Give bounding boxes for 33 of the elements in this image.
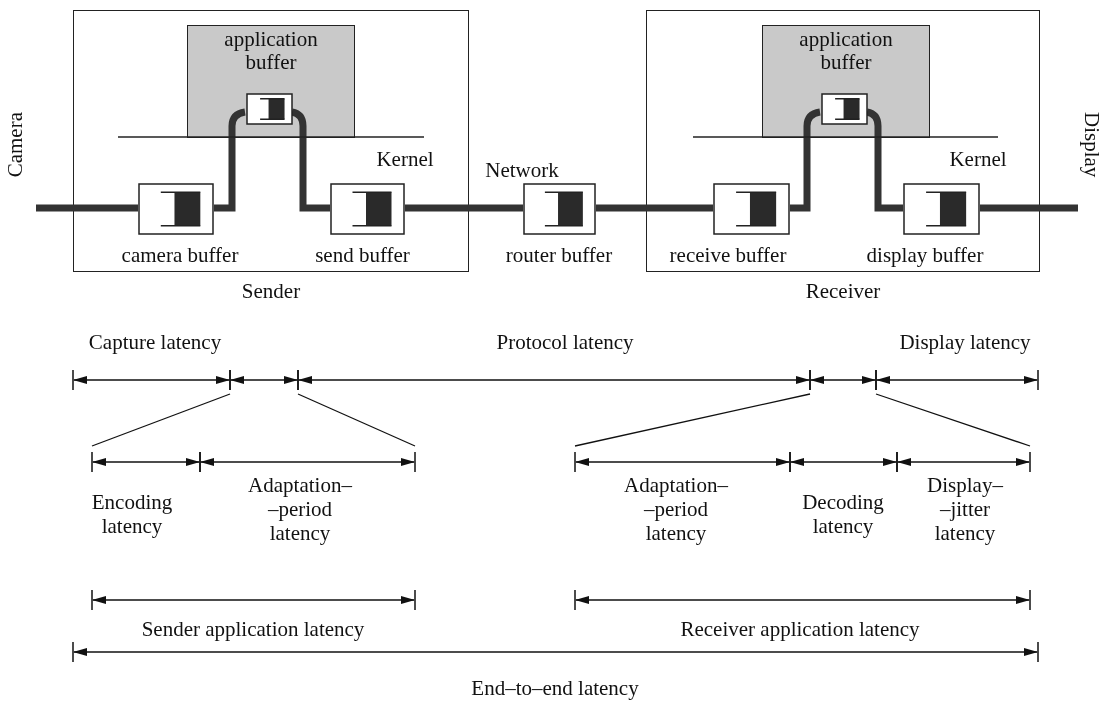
latency-label: Adaptation– –period latency (623, 473, 729, 545)
latency-label: Decoding latency (801, 490, 885, 538)
latency-label: Receiver application latency (680, 617, 920, 641)
buffer-label: application buffer (798, 28, 894, 74)
latency-label: Display latency (899, 330, 1031, 354)
buffer-label: router buffer (505, 244, 613, 267)
group-label: Sender (241, 280, 301, 303)
buffer-icon (246, 93, 293, 125)
shaded-region (762, 25, 930, 138)
pipe-line (36, 204, 138, 212)
latency-label: Protocol latency (496, 330, 634, 354)
region-label: Network (485, 158, 559, 182)
latency-label: Display– –jitter latency (926, 473, 1004, 545)
group-label: Receiver (805, 280, 881, 303)
region-label: Kernel (376, 147, 434, 171)
buffer-label: send buffer (315, 244, 410, 267)
buffer-label: application buffer (223, 28, 319, 74)
latency-label: Sender application latency (141, 617, 365, 641)
pipe-line (405, 204, 523, 212)
pipe-line (980, 204, 1078, 212)
shaded-region (187, 25, 355, 138)
buffer-label: receive buffer (669, 244, 787, 267)
endpoint-label: Camera (4, 112, 27, 178)
latency-label: Capture latency (88, 330, 222, 354)
buffer-label: display buffer (866, 244, 984, 267)
latency-label: Adaptation– –period latency (247, 473, 353, 545)
region-label: Kernel (949, 147, 1007, 171)
latency-label: Encoding latency (90, 490, 174, 538)
endpoint-label: Display (1080, 112, 1103, 178)
buffer-icon (821, 93, 868, 125)
pipe-line (596, 204, 713, 212)
buffer-label: camera buffer (121, 244, 239, 267)
latency-label: End–to–end latency (471, 676, 639, 700)
